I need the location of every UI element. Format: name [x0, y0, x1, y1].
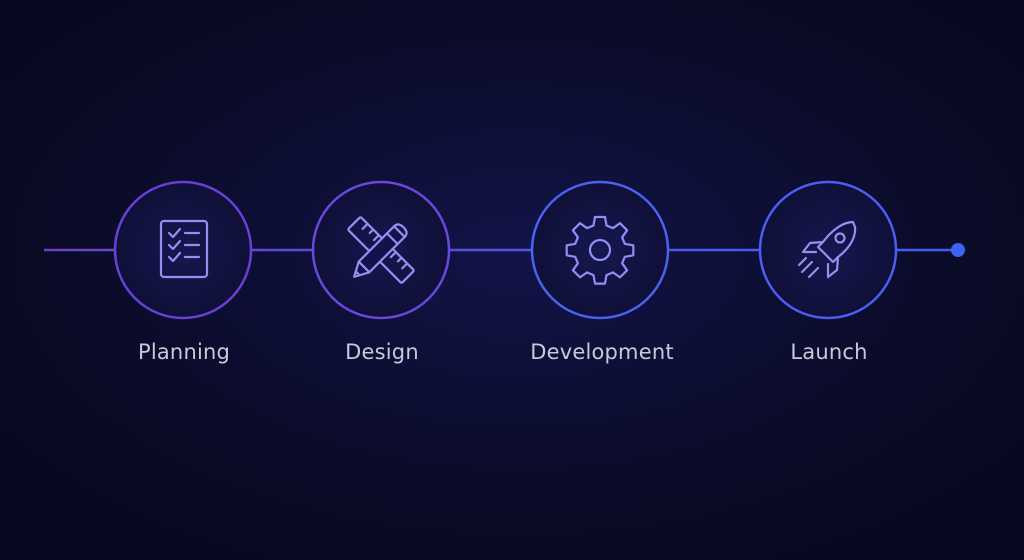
step-design [311, 180, 451, 320]
step-development [530, 180, 670, 320]
step-planning [113, 180, 253, 320]
step-label-design: Design [345, 340, 419, 364]
checklist-icon [159, 219, 209, 279]
step-launch [758, 180, 898, 320]
step-circle-development [530, 180, 670, 320]
rocket-icon [797, 220, 857, 279]
step-label-launch: Launch [790, 340, 868, 364]
timeline-end-dot [951, 243, 965, 257]
gear-icon [565, 215, 635, 285]
step-circle-launch [758, 180, 898, 320]
step-label-planning: Planning [137, 340, 231, 364]
ruler-pencil-icon [347, 216, 415, 284]
step-circle-planning [113, 180, 253, 320]
step-label-development: Development [530, 340, 674, 364]
